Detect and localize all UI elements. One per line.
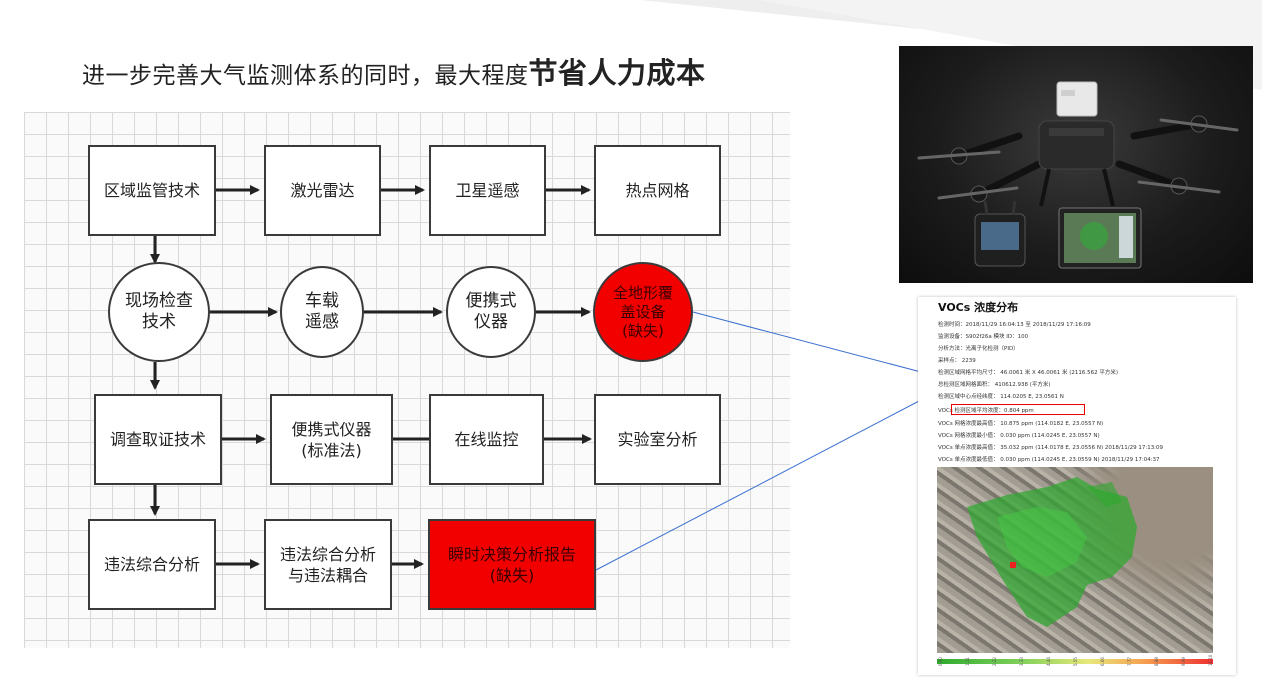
node-hotspot-grid: 热点网格	[594, 145, 721, 236]
node-regional-supervision: 区域监管技术	[88, 145, 216, 236]
legend-tick: 4.44	[1046, 657, 1051, 666]
legend-tick: 2.22	[992, 657, 997, 666]
node-violation-analysis: 违法综合分析	[88, 519, 216, 610]
report-line: VOCs 网格浓度最小值： 0.030 ppm (114.0245 E, 23.…	[938, 433, 1100, 439]
node-online-monitoring-box: 在线监控	[429, 394, 544, 485]
report-line: VOCs 单点浓度最低值： 0.030 ppm (114.0245 E, 23.…	[938, 457, 1160, 463]
report-line: 采样点： 2239	[938, 358, 976, 364]
report-line-highlighted: VOCs 检测区域平均浓度：0.804 ppm	[938, 408, 1034, 414]
drone-photo	[899, 46, 1253, 283]
report-title: VOCs 浓度分布	[938, 301, 1019, 314]
headline-text: 进一步完善大气监测体系的同时，最大程度	[82, 63, 529, 89]
report-line: 分析方法：光离子化检测（PID）	[938, 346, 1019, 352]
node-vehicle-remote-sensing: 车载 遥感	[280, 266, 364, 358]
legend-tick: 7.77	[1127, 657, 1132, 666]
report-line: 检测时间：2018/11/29 16:04:13 至 2018/11/29 17…	[938, 322, 1091, 328]
concentration-legend	[937, 659, 1213, 664]
report-line: 检测区域中心点经纬度： 114.0205 E, 23.0561 N	[938, 394, 1064, 400]
legend-tick: 6.66	[1100, 657, 1105, 666]
node-all-terrain-device-missing: 全地形覆 盖设备 (缺失)	[593, 262, 693, 362]
headline-emphasis: 节省人力成本	[528, 56, 706, 90]
node-instant-decision-report-missing: 瞬时决策分析报告 (缺失)	[428, 519, 596, 610]
legend-tick: 5.55	[1073, 657, 1078, 666]
legend-tick: 11.10	[1208, 654, 1213, 666]
report-line: 监测设备：S902f26a 模块 ID：100	[938, 334, 1029, 340]
report-line: VOCs 单点浓度最高值： 35.032 ppm (114.0178 E, 23…	[938, 445, 1164, 451]
node-portable-standard-method: 便携式仪器 (标准法)	[270, 394, 393, 485]
node-lab-analysis: 实验室分析	[594, 394, 721, 485]
node-lidar: 激光雷达	[264, 145, 381, 236]
report-line: 总检测区域网格面积： 410612.938 (平方米)	[938, 382, 1051, 388]
concentration-map	[937, 467, 1213, 653]
node-onsite-inspection: 现场检查 技术	[108, 262, 210, 362]
node-violation-analysis-coupling: 违法综合分析 与违法耦合	[264, 519, 392, 610]
report-line: 检测区域网格平均尺寸： 46.0061 米 X 46.0061 米 (2116.…	[938, 370, 1119, 376]
flow-diagram: 区域监管技术 激光雷达 卫星遥感 热点网格 现场检查 技术 车载 遥感 便携式 …	[24, 112, 790, 648]
report-line: VOCs 网格浓度最高值： 10.875 ppm (114.0182 E, 23…	[938, 421, 1104, 427]
drone-illustration	[917, 81, 1239, 269]
legend-tick: 8.88	[1154, 657, 1159, 666]
legend-tick: 9.99	[1181, 657, 1186, 666]
node-investigation-evidence: 调查取证技术	[94, 394, 222, 485]
vocs-report: VOCs 浓度分布 检测时间：2018/11/29 16:04:13 至 201…	[918, 297, 1236, 675]
node-satellite-remote-sensing: 卫星遥感	[429, 145, 546, 236]
legend-tick: 0.00	[938, 657, 943, 666]
legend-tick: 3.33	[1019, 657, 1024, 666]
legend-tick: 1.11	[965, 657, 970, 666]
highlight-box	[951, 404, 1085, 415]
headline: 进一步完善大气监测体系的同时，最大程度节省人力成本	[82, 50, 706, 92]
node-portable-instrument: 便携式 仪器	[446, 266, 536, 358]
map-overlay	[967, 477, 1137, 627]
